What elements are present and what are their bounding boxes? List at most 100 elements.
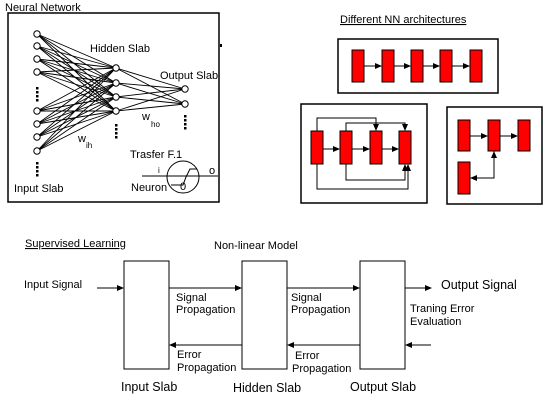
nn-connection xyxy=(36,71,117,112)
fb-block-2 xyxy=(487,119,501,152)
nn-connections xyxy=(36,33,186,152)
input-ellipsis-dot xyxy=(36,87,39,90)
hidden-neuron xyxy=(112,93,120,101)
transfer-function-label: Trasfer F.1 xyxy=(130,149,182,161)
input-signal-label: Input Signal xyxy=(24,279,82,291)
hidden-slab-label: Hidden Slab xyxy=(90,43,150,55)
slab-label-hidden: Hidden Slab xyxy=(233,381,301,395)
input-ellipsis-dot xyxy=(36,162,39,165)
input-ellipsis-dot xyxy=(36,99,39,102)
nn-connection xyxy=(36,45,117,69)
output-neuron xyxy=(181,100,189,108)
training-error-a: Traning Error xyxy=(410,303,475,315)
nn-connection xyxy=(115,67,186,90)
neuron-input-i: i xyxy=(158,166,160,175)
arch-feedback xyxy=(457,119,531,195)
training-error-b: Evaluation xyxy=(410,316,461,328)
hidden-ellipsis-dot xyxy=(115,124,118,127)
nn-connection xyxy=(36,58,117,98)
nn-connection xyxy=(36,45,117,98)
nn-connection xyxy=(115,82,186,90)
nn-neurons xyxy=(33,30,222,177)
input-ellipsis-dot xyxy=(36,166,39,169)
slab-box-hidden xyxy=(241,260,288,370)
input-neuron xyxy=(33,68,41,76)
slab-box-output xyxy=(359,260,406,370)
output-ellipsis-dot xyxy=(184,127,187,130)
nn-connection xyxy=(36,82,117,125)
input-neuron xyxy=(33,42,41,50)
output-neuron xyxy=(181,85,189,93)
neuron-zero: 0 xyxy=(180,181,186,193)
output-signal-label: Output Signal xyxy=(441,278,517,292)
input-ellipsis-dot xyxy=(36,174,39,177)
weight-ho-sub: ho xyxy=(151,120,160,129)
nn-connection xyxy=(36,96,117,152)
error-prop-2-b: Propagation xyxy=(292,363,351,375)
nn-connection xyxy=(36,67,117,73)
weight-ho-w: w xyxy=(141,111,150,123)
rec-block-2 xyxy=(339,130,353,165)
rec-block-4 xyxy=(398,130,412,165)
arch-recurrent-frame xyxy=(300,103,428,204)
nn-connection xyxy=(36,45,117,112)
input-neuron xyxy=(33,30,41,38)
ff-block-4 xyxy=(439,49,453,83)
nn-connection xyxy=(36,58,117,69)
nn-connection xyxy=(36,33,117,69)
signal-prop-2-b: Propagation xyxy=(291,304,350,316)
input-neuron xyxy=(33,107,41,115)
supervised-learning-title: Supervised Learning xyxy=(25,238,126,250)
nn-connection xyxy=(36,110,117,152)
error-prop-1-a: Error xyxy=(177,349,202,361)
input-neuron xyxy=(33,147,41,155)
slab-box-input xyxy=(123,260,170,370)
nn-connection xyxy=(36,71,117,84)
fb-block-4 xyxy=(457,161,471,195)
weight-ih-sub: ih xyxy=(86,141,92,150)
neuron-output-o: o xyxy=(209,165,215,177)
arch-feedforward xyxy=(351,49,483,83)
nn-connection xyxy=(36,67,117,112)
signal-prop-2-a: Signal xyxy=(291,292,322,304)
fb-block-1 xyxy=(457,119,471,152)
output-slab-label: Output Slab xyxy=(160,70,218,82)
output-ellipsis-dot xyxy=(184,123,187,126)
nn-connection xyxy=(115,103,186,112)
input-ellipsis-dot xyxy=(36,91,39,94)
input-neuron xyxy=(33,133,41,141)
hidden-ellipsis-dot xyxy=(115,132,118,135)
input-ellipsis-dot xyxy=(36,95,39,98)
signal-prop-1-a: Signal xyxy=(176,292,207,304)
nn-connection xyxy=(36,33,117,98)
rec-block-1 xyxy=(310,130,324,165)
hidden-neuron xyxy=(112,64,120,72)
nn-panel-frame xyxy=(7,12,220,203)
input-neuron xyxy=(33,120,41,128)
nn-title: Neural Network xyxy=(5,2,81,14)
hidden-neuron xyxy=(112,79,120,87)
slab-label-output: Output Slab xyxy=(350,380,416,394)
nn-connection xyxy=(36,33,117,112)
error-prop-1-b: Propagation xyxy=(177,362,236,374)
ff-block-2 xyxy=(381,49,395,83)
nonlinear-model-title: Non-linear Model xyxy=(214,240,298,252)
ff-block-3 xyxy=(410,49,424,83)
nn-connection xyxy=(36,67,117,138)
neuron-circle xyxy=(166,160,200,194)
architectures-title: Different NN architectures xyxy=(340,14,467,26)
rec-block-3 xyxy=(369,130,383,165)
ff-block-1 xyxy=(351,49,365,83)
nn-connection xyxy=(115,96,186,105)
nn-connection xyxy=(36,71,117,98)
error-prop-2-a: Error xyxy=(295,350,320,362)
nn-connection xyxy=(36,82,117,112)
signal-prop-1-b: Propagation xyxy=(176,304,235,316)
input-ellipsis-dot xyxy=(36,170,39,173)
nn-connection xyxy=(36,58,117,112)
arch-recurrent xyxy=(310,117,412,190)
input-neuron xyxy=(33,55,41,63)
nn-connection xyxy=(115,82,186,105)
output-ellipsis-dot xyxy=(184,115,187,118)
